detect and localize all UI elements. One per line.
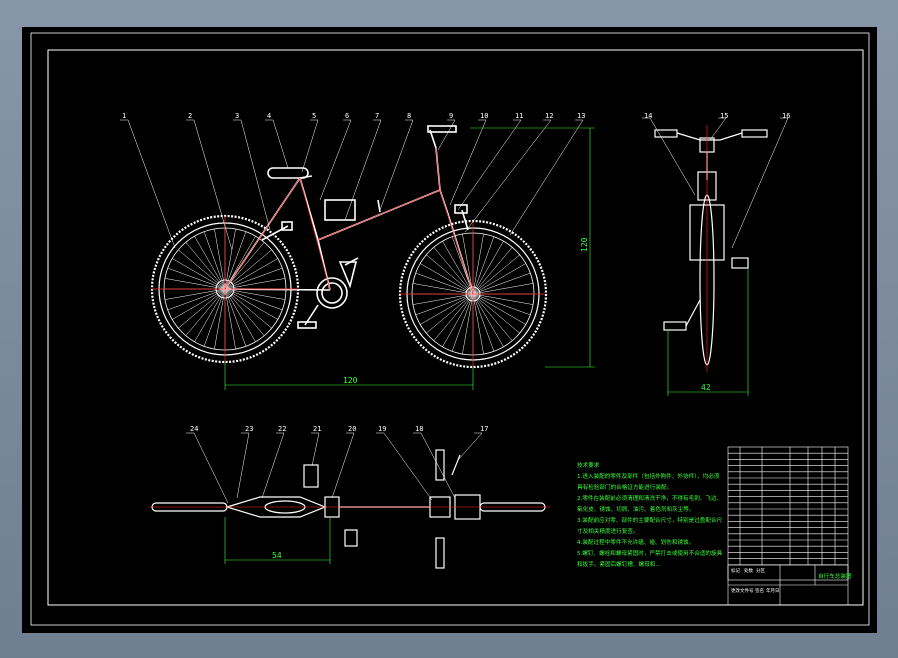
part-label: 16	[782, 112, 790, 120]
title-cell: 分区	[756, 567, 765, 574]
part-label: 4	[267, 112, 271, 120]
front-view: 14 15 16 42	[642, 112, 790, 396]
note-line: 氧化皮、锈蚀、切屑、油污、着色剂和灰尘等。	[577, 505, 694, 513]
part-label: 7	[375, 112, 379, 120]
part-label: 14	[644, 112, 652, 120]
note-line: 3.装配前应对零、部件的主要配合尺寸，特别是过盈配合尺	[577, 516, 723, 524]
top-view: 24 23 22 21 20 19 18 17 54	[148, 425, 550, 569]
part-label: 20	[348, 425, 356, 433]
part-label: 23	[245, 425, 253, 433]
dim-side-height: 120	[580, 237, 589, 252]
part-label: 6	[345, 112, 349, 120]
part-label: 24	[190, 425, 198, 433]
part-label: 21	[313, 425, 321, 433]
dim-top-length: 54	[272, 551, 282, 560]
title-cell: 标记	[731, 567, 740, 574]
technical-notes: 技术要求 1.进入装配的零件及部件（包括外购件、外协件），均必须 具有检验部门的…	[577, 461, 723, 568]
part-label: 12	[545, 112, 553, 120]
part-label: 5	[312, 112, 316, 120]
part-label: 10	[480, 112, 488, 120]
side-dimensions	[224, 127, 595, 390]
note-line: 5.螺钉、螺栓和螺母紧固时，严禁打击或使用不合适的旋具	[577, 549, 723, 557]
title-cell: 处数	[744, 567, 753, 574]
center-lines	[152, 147, 546, 367]
dim-side-length: 120	[343, 376, 358, 385]
part-label: 18	[415, 425, 423, 433]
dim-front-width: 42	[701, 383, 711, 392]
part-label: 13	[577, 112, 585, 120]
part-label: 11	[515, 112, 523, 120]
note-line: 1.进入装配的零件及部件（包括外购件、外协件），均必须	[577, 472, 720, 480]
part-label: 19	[378, 425, 386, 433]
title-block-name: 自行车总装图	[818, 572, 852, 580]
title-block	[727, 446, 849, 606]
outer-border	[30, 32, 870, 626]
note-line: 和扳手。紧固后螺钉槽、螺母和...	[577, 560, 661, 568]
title-cell: 年月日	[766, 587, 780, 594]
part-label: 3	[235, 112, 239, 120]
side-leaders	[120, 119, 584, 251]
notes-heading: 技术要求	[577, 461, 600, 469]
part-label: 9	[449, 112, 453, 120]
note-line: 4.装配过程中零件不允许磕、碰、划伤和锈蚀。	[577, 538, 694, 546]
part-label: 8	[407, 112, 411, 120]
part-label: 22	[278, 425, 286, 433]
part-label: 17	[480, 425, 488, 433]
inner-border	[47, 49, 864, 606]
note-line: 寸及相关精度进行复查。	[577, 527, 639, 535]
part-label: 1	[122, 112, 126, 120]
note-line: 具有检验部门的合格证方能进行装配。	[577, 483, 672, 491]
note-line: 2.零件在装配前必须清理和清洗干净，不得有毛刺、飞边、	[577, 494, 722, 502]
part-label: 2	[188, 112, 192, 120]
title-cell: 更改文件号	[731, 587, 754, 594]
title-cell: 签名	[755, 587, 764, 594]
part-label: 15	[720, 112, 728, 120]
